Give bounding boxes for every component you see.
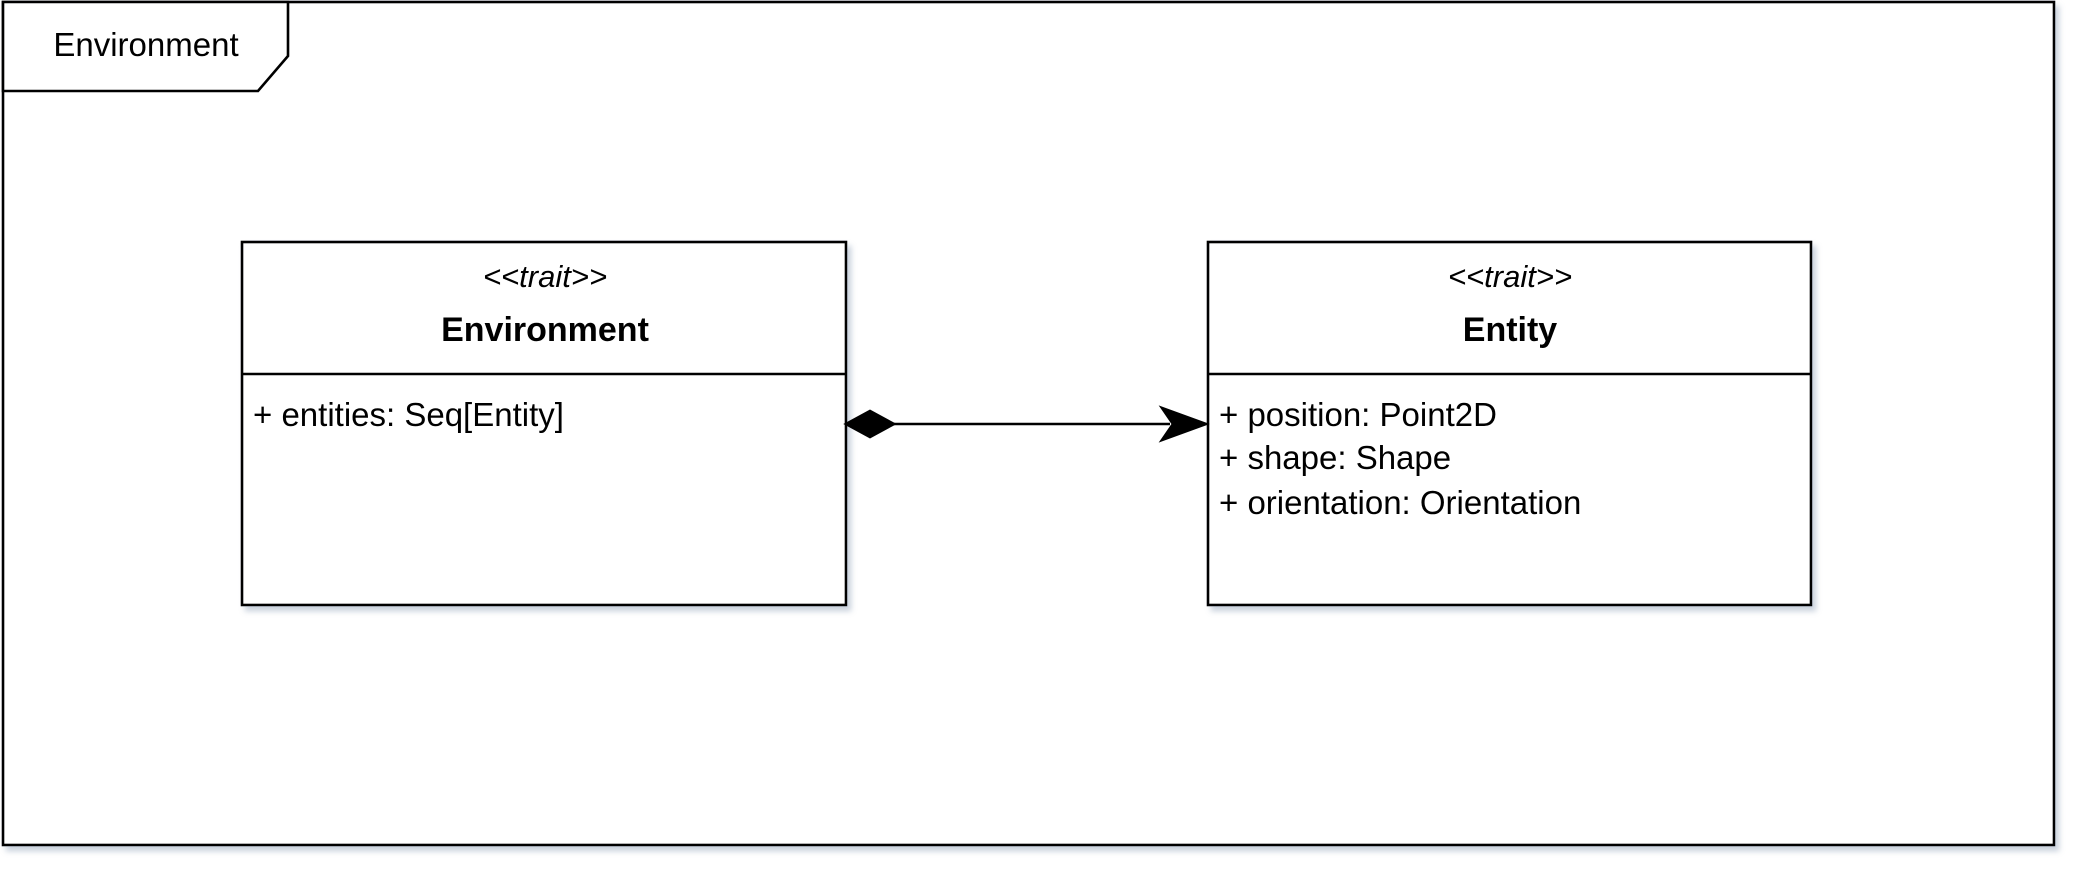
class-entity-stereotype: <<trait>>: [1448, 259, 1572, 294]
composition-association[interactable]: [843, 405, 1210, 443]
class-environment-name: Environment: [441, 311, 649, 349]
class-environment-box: [240, 240, 848, 607]
class-entity-name: Entity: [1463, 311, 1558, 349]
composition-diamond-icon: [843, 409, 897, 439]
class-environment-attribute: + entities: Seq[Entity]: [253, 396, 564, 433]
class-environment[interactable]: <<trait>> Environment + entities: Seq[En…: [240, 240, 848, 607]
class-entity-box: [1206, 240, 1813, 607]
arrowhead-icon: [1158, 405, 1210, 443]
class-entity-attribute: + position: Point2D: [1219, 396, 1497, 433]
class-entity-attribute: + shape: Shape: [1219, 439, 1451, 476]
class-environment-stereotype: <<trait>>: [483, 259, 607, 294]
class-entity-attribute: + orientation: Orientation: [1219, 484, 1581, 521]
class-entity[interactable]: <<trait>> Entity + position: Point2D + s…: [1206, 240, 1813, 607]
frame-label-tab: [1, 0, 290, 93]
frame-label: Environment: [53, 26, 238, 63]
